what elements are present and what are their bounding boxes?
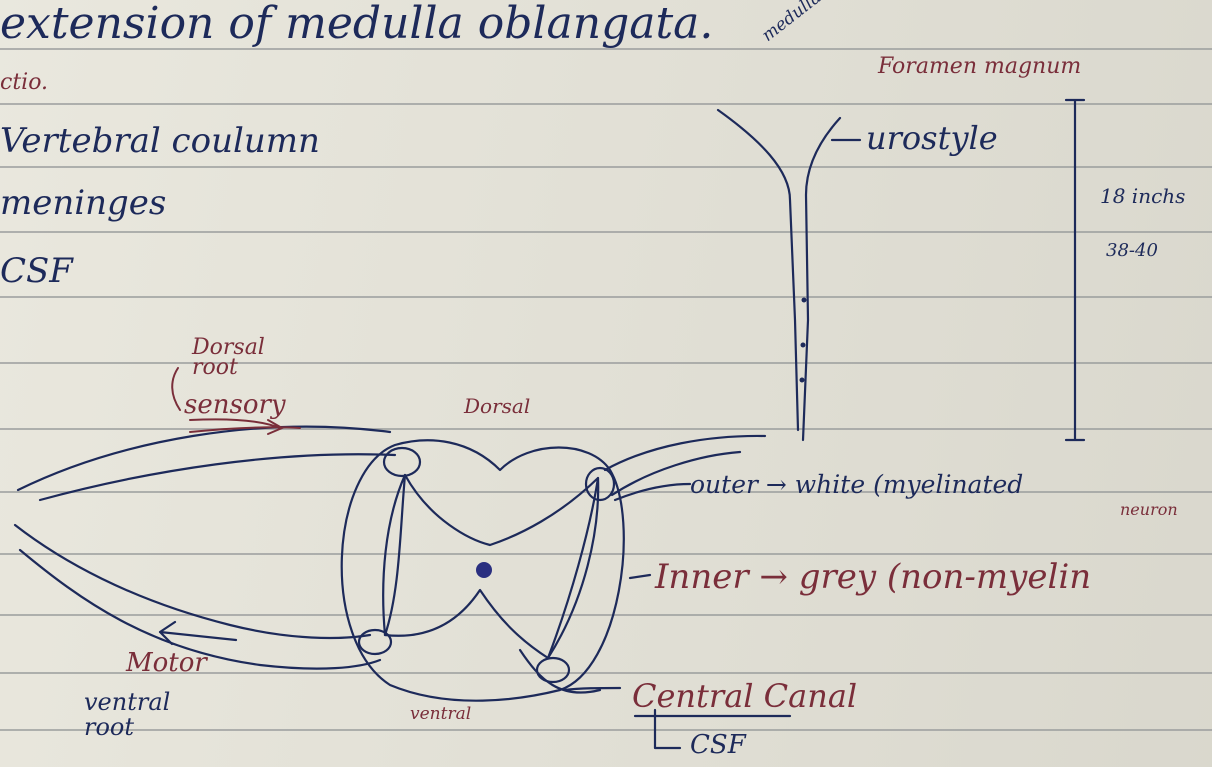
ventral-fibres	[520, 650, 600, 693]
right-dorsal-root	[605, 436, 765, 470]
ventral-root-exit-right	[537, 658, 569, 682]
ventral-root-exit-left	[359, 630, 391, 654]
central-canal-arrow	[565, 688, 620, 690]
heading-text: extension of medulla oblangata.	[0, 2, 713, 46]
ventral-label: ventral	[410, 706, 471, 723]
neuron-label: neuron	[1120, 502, 1178, 518]
list-item-csf: CSF	[0, 254, 73, 288]
sensory-label: sensory	[184, 392, 286, 418]
dorsal-root-label: Dorsal root	[192, 338, 302, 378]
central-canal-dot	[476, 562, 492, 578]
dorsal-horn-right	[548, 478, 598, 658]
dorsal-root-ganglion-left	[384, 448, 420, 476]
urostyle-label: urostyle	[866, 122, 998, 154]
ventral-root-upper	[15, 525, 370, 638]
length-bracket	[1066, 100, 1084, 440]
length-label-1: 18 inchs	[1100, 186, 1185, 206]
inner-grey-label: Inner → grey (non-myelin	[655, 560, 1091, 594]
cord-mark-1	[802, 298, 807, 303]
dorsal-root-upper	[18, 427, 390, 490]
spinal-cord-right-edge	[803, 118, 840, 440]
ventral-root-label: ventral root	[84, 690, 224, 740]
foramen-label: Foramen magnum	[878, 56, 1081, 78]
outer-white-label: outer → white (myelinated	[690, 472, 1023, 497]
cord-mark-2	[801, 343, 806, 348]
dorsal-label: Dorsal	[464, 396, 530, 416]
section-label: ctio.	[0, 72, 48, 94]
list-item-vertebral: Vertebral coulumn	[0, 124, 320, 158]
motor-label: Motor	[126, 650, 207, 676]
central-canal-label: Central Canal	[632, 680, 857, 712]
motor-arrow	[160, 622, 236, 644]
csf-label: CSF	[690, 732, 746, 758]
dorsal-root-lower	[40, 454, 395, 500]
inner-arrow	[630, 575, 650, 578]
dorsal-root-red-brace	[172, 368, 180, 410]
list-item-meninges: meninges	[0, 186, 166, 220]
length-label-2: 38-40	[1106, 242, 1158, 260]
spinal-cord-left-edge	[718, 110, 798, 430]
cord-mark-3	[800, 378, 805, 383]
